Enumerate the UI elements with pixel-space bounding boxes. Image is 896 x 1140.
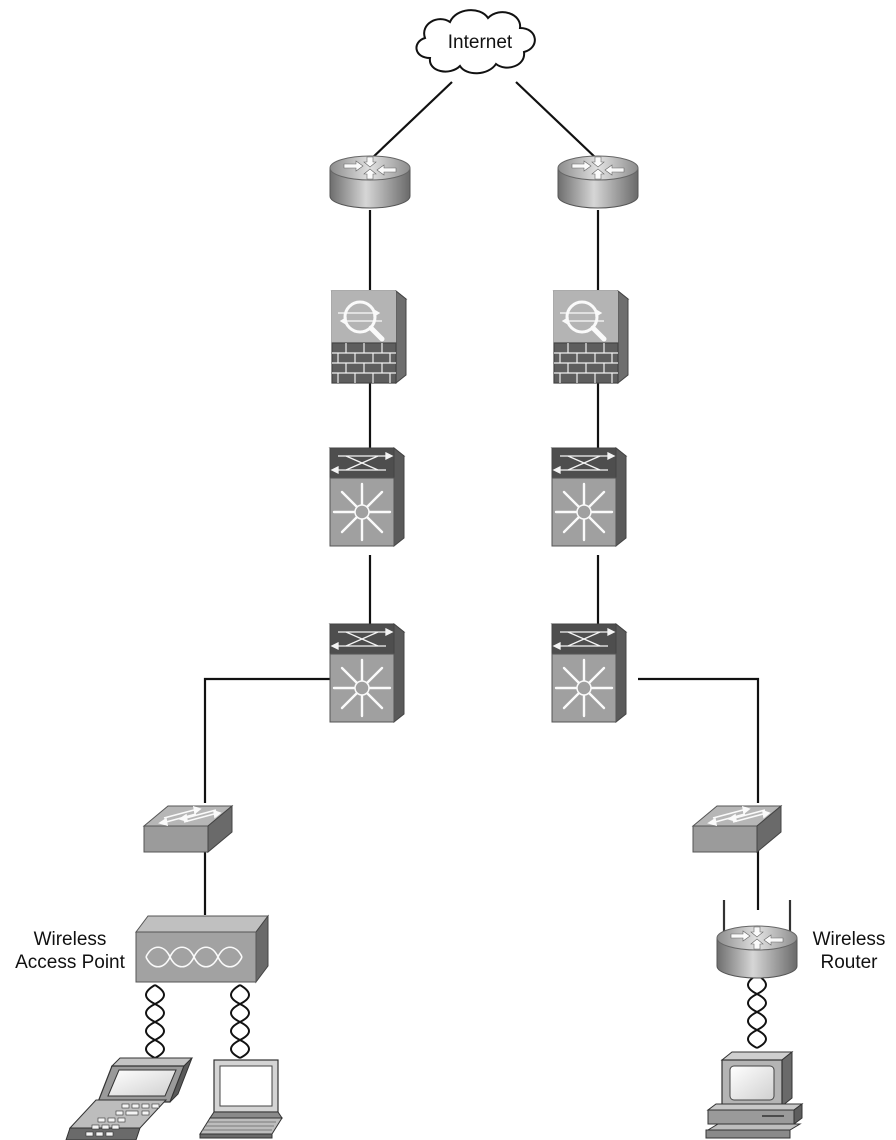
multilayer-switch-left-lower [328,622,406,724]
firewall-right [554,291,628,383]
wireless-link-icon [145,984,165,1059]
wireless-access-point-icon [135,914,269,984]
pc [705,1050,804,1139]
workgroup-switch-left [143,805,233,853]
wireless-router-label-line2: Router [820,952,878,973]
pda [65,1057,194,1140]
router-right [557,155,639,209]
wireless-link-icon [747,974,767,1049]
laptop [199,1059,283,1139]
internet-label: Internet [448,32,513,53]
wireless-router-icon [716,900,798,979]
router-icon [557,155,639,209]
internet-cloud: Internet [415,9,536,75]
multilayer-switch-icon [328,446,406,548]
wireless-access-point: Wireless Access Point [15,914,269,984]
multilayer-switch-left-upper [328,446,406,548]
workgroup-switch-icon [692,805,782,853]
multilayer-switch-right-upper [550,446,628,548]
pda-icon [65,1057,194,1140]
wireless-link-laptop [230,984,250,1059]
multilayer-switch-icon [550,446,628,548]
wireless-router-label-line1: Wireless [813,929,886,950]
router-left [329,155,411,209]
pc-icon [705,1050,804,1139]
firewall-icon [332,291,406,383]
laptop-icon [199,1059,283,1139]
firewall-icon [554,291,628,383]
multilayer-switch-icon [328,622,406,724]
connection-lines [203,81,760,915]
wireless-router: Wireless Router [716,900,886,979]
firewall-left [332,291,406,383]
cloud-icon [415,9,536,75]
wap-label-line2: Access Point [15,952,126,973]
multilayer-switch-icon [550,622,628,724]
wap-label-line1: Wireless [34,929,107,950]
workgroup-switch-right [692,805,782,853]
wireless-link-pc [747,974,767,1049]
workgroup-switch-icon [143,805,233,853]
wireless-link-pda [145,984,165,1059]
wireless-link-icon [230,984,250,1059]
multilayer-switch-right-lower [550,622,628,724]
router-icon [329,155,411,209]
